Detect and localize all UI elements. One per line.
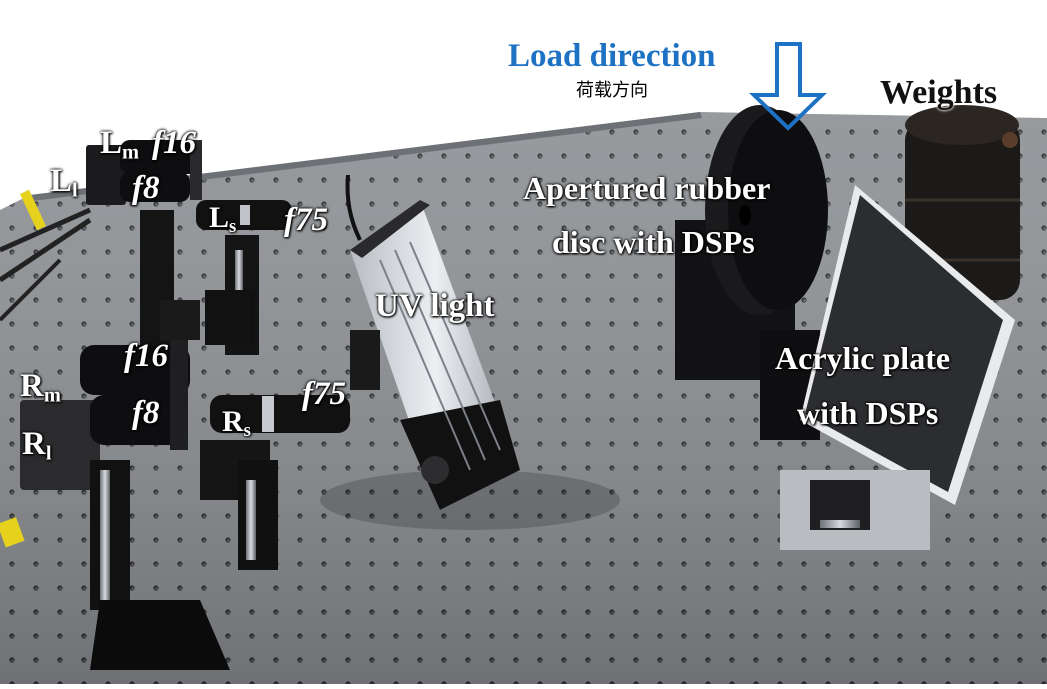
camera-label-L-m: Lm xyxy=(100,125,140,164)
lens-label-L-m: f16 xyxy=(152,125,196,161)
camera-label-R-m: Rm xyxy=(20,368,61,407)
load-direction-cn-label: 荷载方向 xyxy=(576,80,648,101)
acrylic-plate-label-line1: Acrylic plate xyxy=(775,340,951,376)
load-direction-arrow xyxy=(749,42,827,131)
lens-label-R-m: f16 xyxy=(124,338,168,374)
acrylic-plate xyxy=(780,185,1015,550)
right-camera-rig xyxy=(0,340,350,670)
camera-label-R-l: Rl xyxy=(22,426,52,465)
uv-light-label: UV light xyxy=(375,288,495,324)
lens-label-R-s: f75 xyxy=(302,376,346,412)
rubber-disc-label-line1: Apertured rubber xyxy=(523,170,771,206)
lens-label-L-s: f75 xyxy=(284,202,328,238)
lens-label-L-l: f8 xyxy=(132,170,160,206)
left-camera-rig xyxy=(0,140,292,440)
acrylic-plate-label-line2: with DSPs xyxy=(797,395,939,431)
camera-label-L-s: Ls xyxy=(209,201,237,238)
lens-label-R-l: f8 xyxy=(132,395,160,431)
weights-label: Weights xyxy=(880,74,998,111)
rubber-disc-assembly xyxy=(675,105,828,440)
load-direction-label: Load direction xyxy=(508,38,716,74)
camera-label-R-s: Rs xyxy=(222,405,251,442)
camera-label-L-l: Ll xyxy=(50,163,78,202)
uv-light-device xyxy=(345,174,520,510)
rubber-disc-label-line2: disc with DSPs xyxy=(552,224,755,260)
